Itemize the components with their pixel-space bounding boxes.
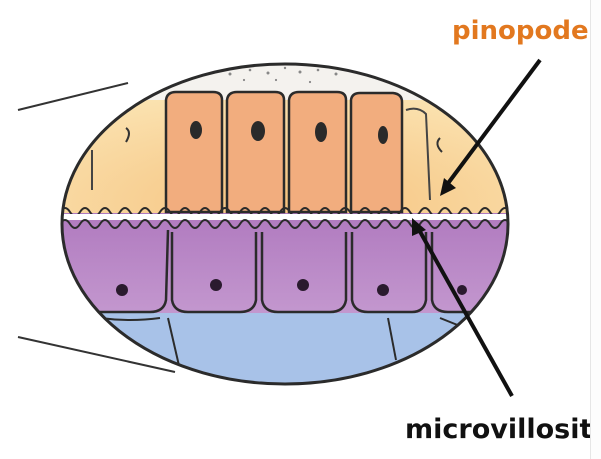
basal-layer: [60, 313, 520, 393]
columnar-cell: [227, 92, 284, 212]
nucleus: [377, 284, 389, 296]
page-edge: [590, 0, 601, 459]
columnar-cells: [166, 92, 402, 212]
zoom-line-top: [18, 83, 128, 110]
microvillosite-label: microvillosité: [405, 414, 601, 445]
columnar-cell: [166, 92, 222, 212]
nucleus: [251, 121, 265, 141]
columnar-cell: [289, 92, 346, 212]
nucleus: [116, 284, 128, 296]
columnar-cell: [351, 93, 402, 212]
nucleus: [315, 122, 327, 142]
pinopodes-label: pinopodes: [452, 16, 601, 46]
surface-mucus: [60, 60, 520, 100]
lower-cell-layer: [60, 213, 520, 323]
nucleus: [457, 285, 467, 295]
nucleus: [378, 126, 388, 144]
nucleus: [210, 279, 222, 291]
lumen-gap: [60, 214, 520, 220]
nucleus: [190, 121, 202, 139]
nucleus: [297, 279, 309, 291]
